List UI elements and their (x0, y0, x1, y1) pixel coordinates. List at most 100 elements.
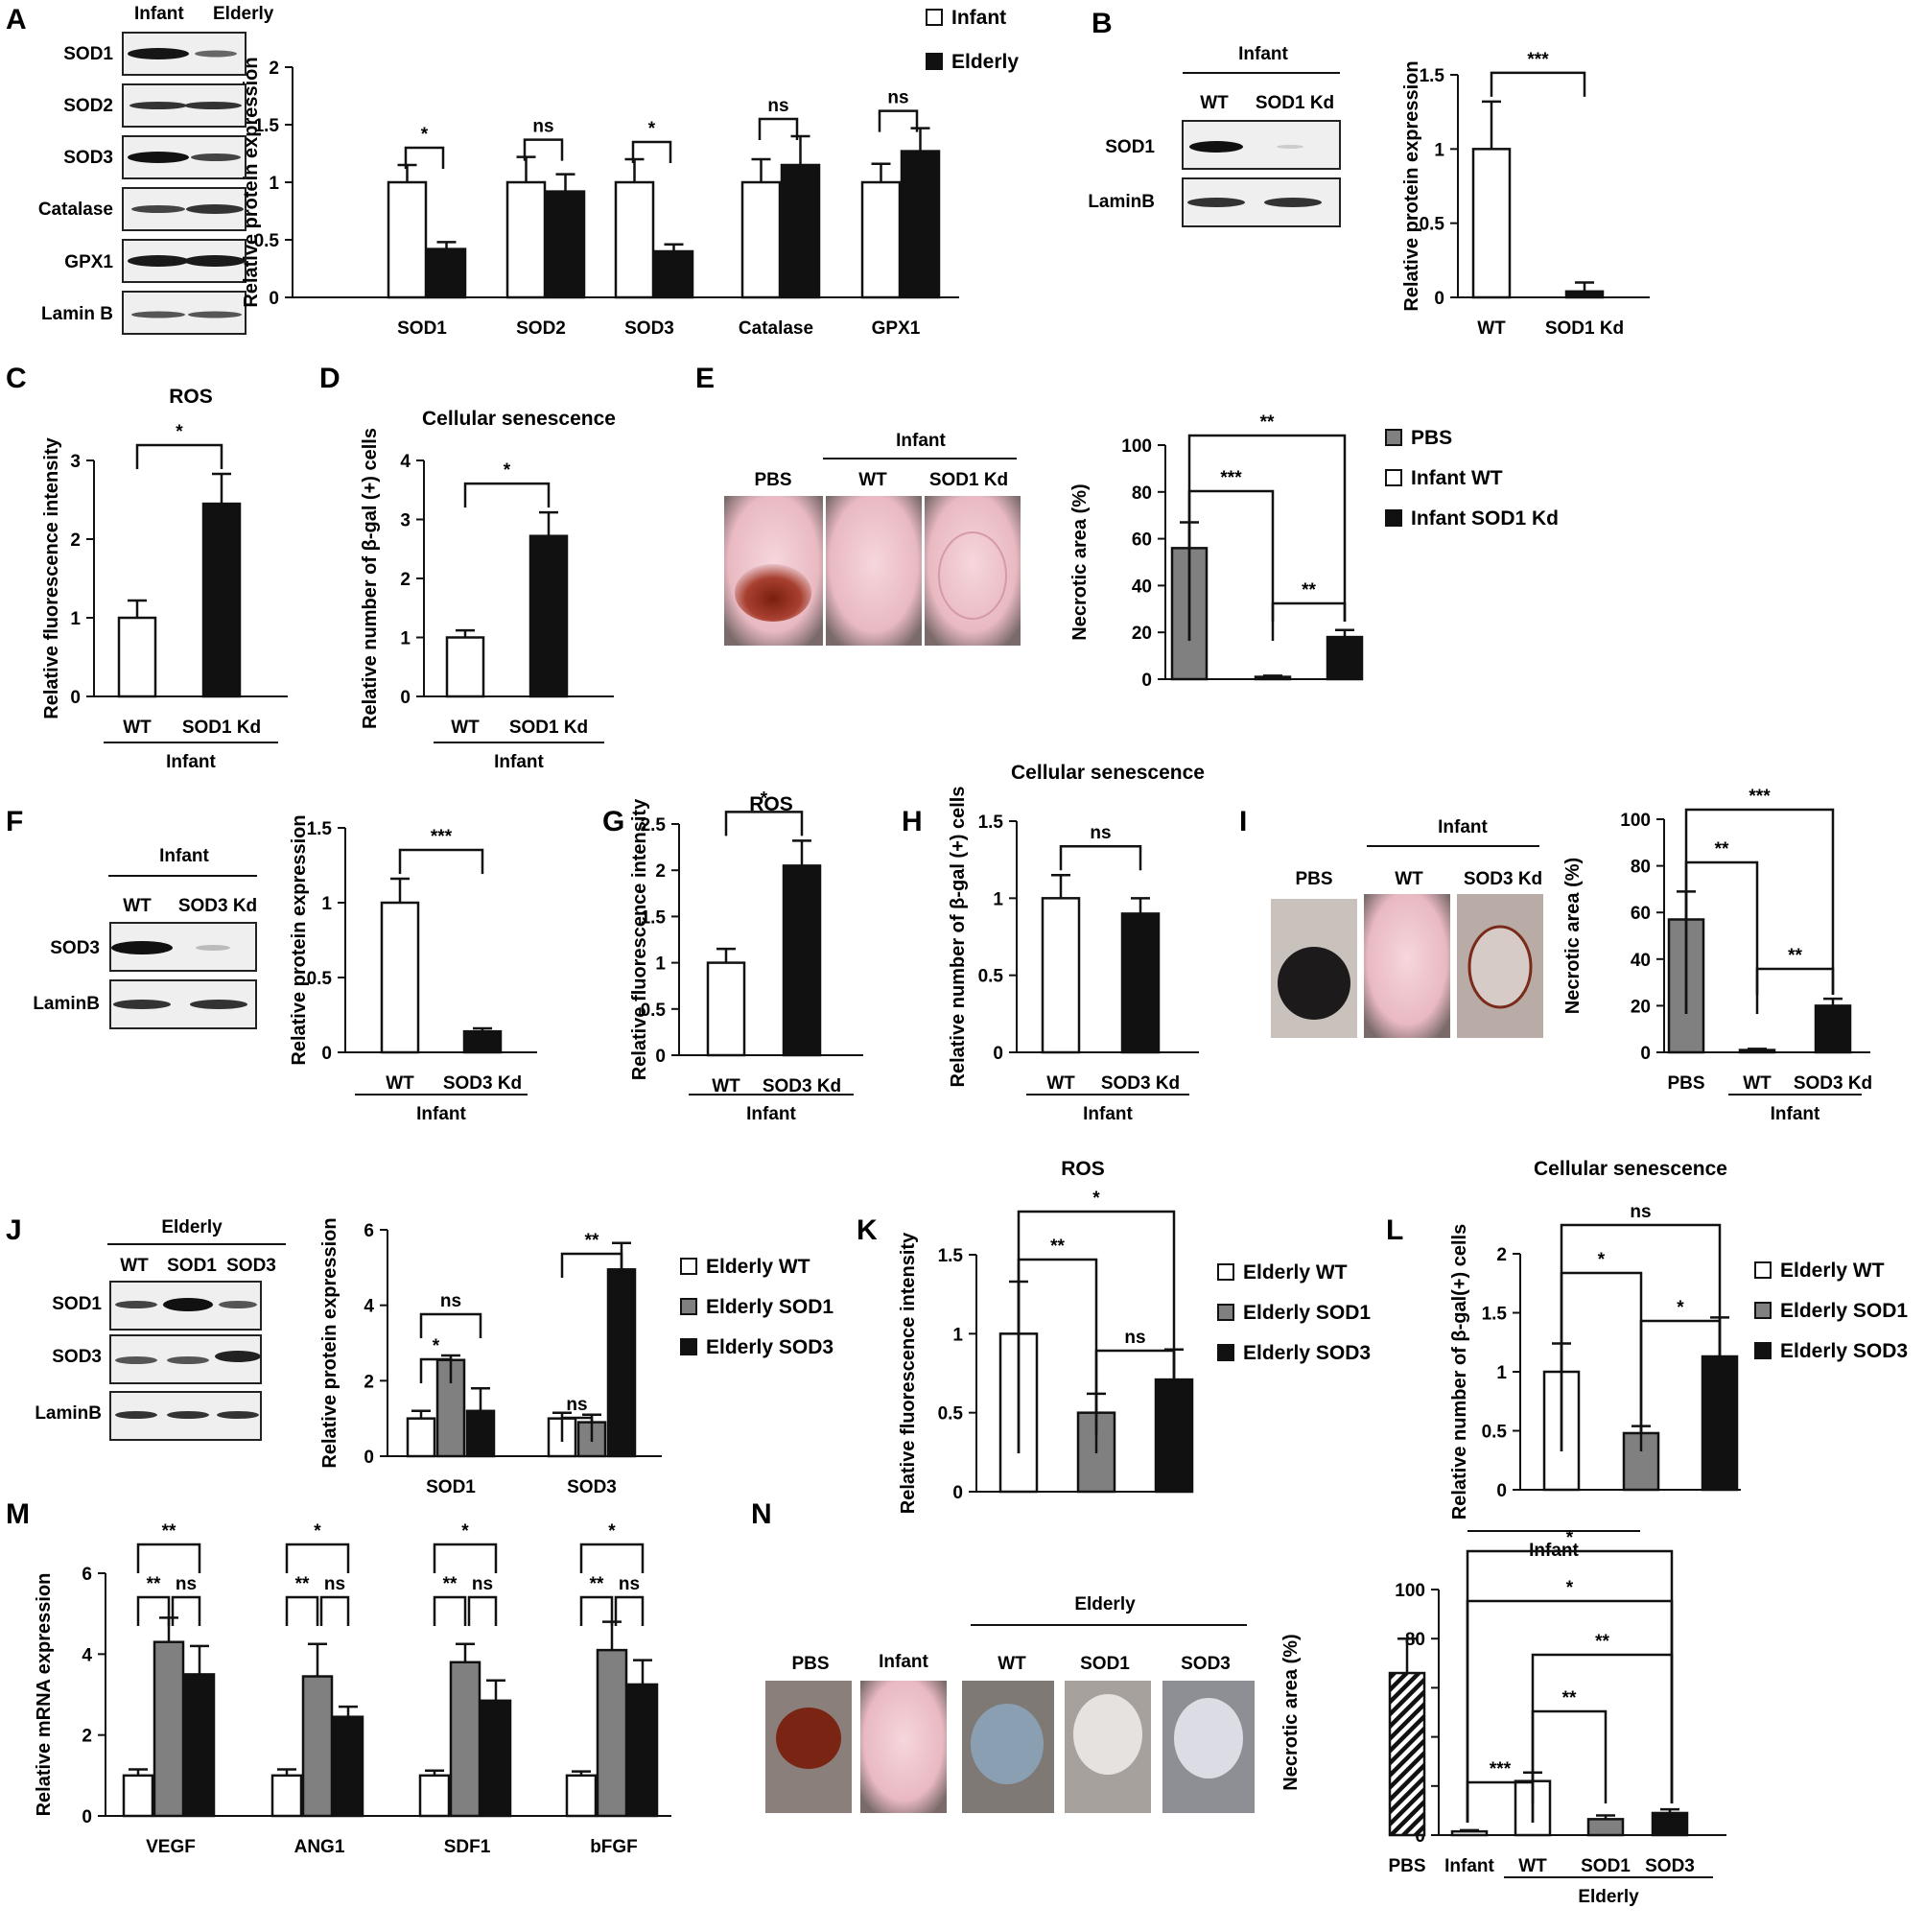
blot-a-row-label: SOD3 (63, 148, 113, 168)
y-tick-label: 0 (1496, 1481, 1507, 1501)
x-tick-label: SOD1 (397, 318, 447, 339)
panel-letter-n: N (751, 1498, 772, 1530)
significance-label: * (504, 460, 511, 481)
significance-bracket (419, 1357, 453, 1383)
y-tick-label: 60 (1631, 904, 1651, 924)
blot-f: Infant WT SOD3 Kd SOD3 LaminB (33, 846, 257, 1029)
x-tick-label: SOD2 (516, 318, 566, 339)
significance-label: ** (1595, 1632, 1609, 1652)
bar (462, 1029, 503, 1054)
photo-label: SOD1 Kd (929, 470, 1008, 490)
blot-a-lane-label: Infant (134, 4, 184, 24)
photo-label: PBS (754, 470, 791, 490)
significance-bracket (560, 1252, 623, 1278)
significance-bracket (1271, 601, 1347, 641)
bar (201, 502, 242, 698)
bar (782, 864, 822, 1057)
bar (301, 1675, 334, 1818)
photo-label: Infant (879, 1652, 928, 1672)
bar (596, 1648, 628, 1818)
y-tick-label: 1 (1434, 140, 1444, 160)
photos-e: Infant PBS WT SOD1 Kd (724, 431, 1021, 646)
x-tick-label: SOD3 (1645, 1856, 1695, 1876)
blot-a-row-label: Catalase (38, 200, 113, 220)
photos-i-group-label: Infant (1438, 817, 1488, 837)
blot-band (191, 153, 241, 161)
significance-label: ** (590, 1574, 604, 1594)
significance-label: * (421, 125, 429, 145)
significance-bracket (1531, 1709, 1608, 1823)
significance-bracket (1531, 1653, 1674, 1823)
significance-bracket (1490, 71, 1586, 97)
legend-swatch (1385, 469, 1402, 486)
y-tick-label: 2 (400, 570, 411, 590)
panel-letters: A B C D E F G H I J K L M N (6, 4, 1403, 1530)
photos-n: Elderly PBS Infant WT SOD1 SOD3 (765, 1594, 1255, 1813)
blot-band (128, 48, 189, 59)
y-tick-label: 80 (1631, 858, 1651, 878)
y-axis-title: Relative fluorescence intensity (41, 436, 62, 719)
y-tick-label: 1.5 (254, 116, 280, 136)
blot-j-row-label: SOD1 (52, 1294, 102, 1314)
bar (626, 1683, 659, 1818)
significance-label: *** (1220, 468, 1242, 488)
bar (380, 901, 420, 1054)
photo-label: WT (858, 470, 887, 490)
significance-label: ** (1050, 1237, 1065, 1257)
significance-bracket (463, 482, 551, 508)
bar (418, 1774, 451, 1818)
significance-bracket (1187, 489, 1275, 641)
legend-label: Elderly SOD3 (1243, 1342, 1371, 1364)
y-tick-label: 1 (269, 174, 279, 194)
legend-label: Elderly SOD1 (1243, 1302, 1371, 1324)
legend-label: Elderly (951, 51, 1019, 73)
significance-bracket (523, 138, 564, 161)
panel-letter-m: M (6, 1498, 30, 1530)
significance-label: ns (1630, 1202, 1651, 1222)
significance-bracket (758, 117, 799, 140)
blot-a-lane-label: Elderly (213, 4, 274, 24)
wound-photo (1364, 894, 1450, 1038)
blot-band (186, 204, 244, 214)
panel-letter-g: G (602, 806, 624, 837)
y-tick-label: 0.5 (938, 1404, 964, 1425)
y-tick-label: 4 (82, 1645, 92, 1665)
y-tick-label: 1.5 (1482, 1305, 1508, 1325)
significance-bracket (433, 1543, 498, 1573)
y-tick-label: 0.5 (254, 231, 280, 251)
bar (653, 249, 694, 299)
blot-j-row-label: SOD3 (52, 1347, 102, 1367)
blot-band (184, 102, 242, 109)
significance-label: ** (1562, 1688, 1577, 1708)
bar (465, 1409, 496, 1458)
y-tick-label: 2 (1496, 1245, 1507, 1265)
significance-label: * (1566, 1528, 1574, 1548)
x-tick-label: PBS (1667, 1073, 1704, 1094)
y-axis-title: Relative number of β-gal (+) cells (360, 428, 381, 729)
x-tick-label: SOD1 (426, 1477, 476, 1497)
bar (445, 636, 485, 698)
group-label: Infant (746, 1104, 796, 1124)
y-tick-label: 2.5 (641, 815, 667, 836)
y-axis-title: Relative protein expression (289, 814, 310, 1065)
y-tick-label: 1 (655, 954, 666, 975)
photo-label: WT (1395, 869, 1423, 889)
legend-label: Elderly SOD1 (706, 1296, 833, 1318)
significance-label: * (648, 119, 656, 139)
blot-j-header: Elderly (161, 1217, 223, 1237)
significance-bracket (285, 1595, 319, 1626)
blot-band (196, 945, 230, 951)
legend-swatch (1217, 1344, 1234, 1361)
y-tick-label: 1.5 (978, 813, 1004, 833)
significance-label: * (1092, 1189, 1100, 1209)
bar (706, 961, 746, 1057)
blot-band (215, 1351, 261, 1362)
blot-j: Elderly WT SOD1 SOD3 SOD1 SOD3 LaminB (35, 1217, 286, 1441)
bar (153, 1640, 185, 1818)
significance-label: ns (887, 88, 908, 108)
y-tick-label: 0.5 (307, 969, 333, 989)
chart-title: Cellular senescence (422, 408, 616, 430)
